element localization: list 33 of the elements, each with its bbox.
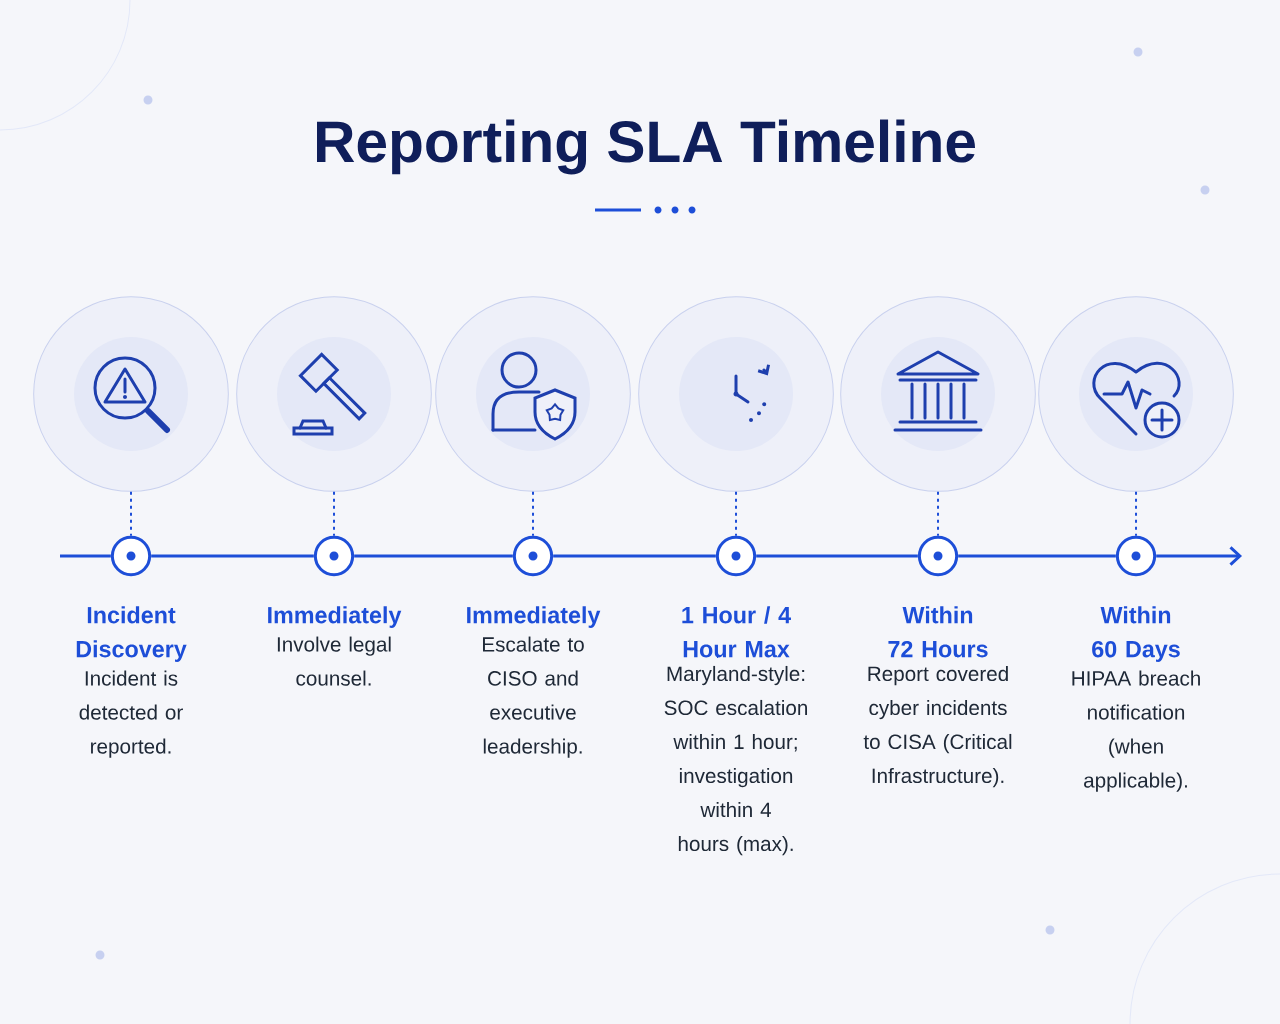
timeline-line bbox=[151, 554, 314, 558]
timeline-line bbox=[553, 554, 716, 558]
step-heading: Within 60 Days bbox=[1092, 606, 1180, 662]
step-heading: Incident Discovery bbox=[76, 606, 187, 662]
timeline-arrow bbox=[1156, 546, 1243, 566]
person-shield-icon bbox=[435, 296, 631, 492]
government-building-icon bbox=[840, 296, 1036, 492]
leader-line bbox=[532, 490, 534, 537]
warning-search-icon bbox=[33, 296, 229, 492]
timeline-marker bbox=[715, 535, 757, 577]
heart-plus-icon bbox=[1038, 296, 1234, 492]
step-description: Escalate to CISO and executive leadership. bbox=[483, 636, 584, 758]
step-description: Incident is detected or reported. bbox=[79, 670, 183, 758]
timeline-line bbox=[958, 554, 1116, 558]
timeline-line bbox=[354, 554, 513, 558]
step-description: Involve legal counsel. bbox=[277, 636, 391, 686]
step-description: Maryland-style: SOC escalation within 1 hour; investigation within 4 hours (max). bbox=[664, 665, 807, 856]
leader-line bbox=[1135, 490, 1137, 537]
gavel-icon bbox=[236, 296, 432, 492]
title: Reporting SLA Timeline bbox=[317, 119, 975, 175]
step-heading: Immediately bbox=[467, 606, 601, 628]
step-heading: Immediately bbox=[268, 606, 402, 628]
leader-line bbox=[333, 490, 335, 537]
step-description: HIPAA breach notification (when applicable). bbox=[1072, 670, 1200, 792]
step-description: Report covered cyber incidents to CISA (Critical Infrastructure). bbox=[863, 665, 1012, 788]
leader-line bbox=[735, 490, 737, 537]
timeline-marker bbox=[512, 535, 554, 577]
timeline-line bbox=[756, 554, 918, 558]
step-heading: Within 72 Hours bbox=[888, 606, 988, 658]
leader-line bbox=[130, 490, 132, 537]
leader-line bbox=[937, 490, 939, 537]
step-heading: 1 Hour / 4 Hour Max bbox=[682, 606, 791, 658]
timeline-line bbox=[60, 554, 111, 558]
